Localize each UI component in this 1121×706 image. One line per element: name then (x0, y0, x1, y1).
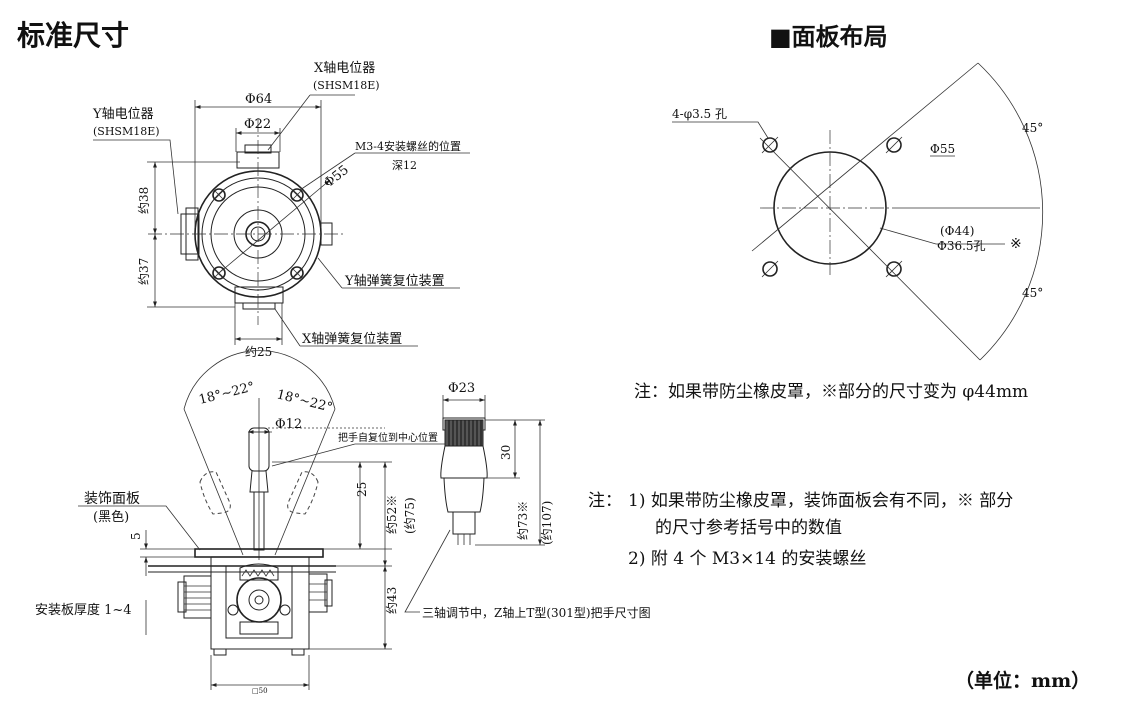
dim-w50: □50 (252, 687, 268, 695)
panel-layout-drawing (672, 62, 1044, 361)
dim-w25: 约25 (245, 344, 272, 359)
dim-d30: 30 (499, 445, 513, 460)
dim-d75: (约75) (402, 497, 417, 534)
panel-layout-labels: 4-φ3.5 孔 Φ55 (Φ44) Φ36.5孔 ※ 45° 45° (672, 107, 1043, 300)
dim-dia12: Φ12 (275, 417, 302, 432)
handle-view-labels: Φ23 30 约73※ (约107) 三轴调节中，Z轴上T型(301型)把手尺寸… (422, 381, 651, 620)
angle-right-label: 18°~22° (275, 387, 334, 415)
screw-depth-label: 深12 (392, 159, 417, 172)
panel-color-label: (黑色) (93, 509, 129, 525)
panel-dia44: (Φ44) (940, 224, 974, 238)
dim-dia23: Φ23 (448, 381, 475, 396)
side-view-labels: 18°~22° 18°~22° Φ12 把手自复位到中心位置 装饰面板 (黑色)… (35, 380, 438, 695)
standard-dimensions-title: 标准尺寸 (17, 19, 130, 52)
screw-position-label: M3-4安装螺丝的位置 (355, 139, 461, 153)
holes-label: 4-φ3.5 孔 (672, 107, 727, 121)
dim-h37: 约37 (136, 258, 151, 285)
unit-label: （单位：mm） (955, 670, 1091, 692)
side-view-drawing (78, 350, 480, 690)
dust-cover-mark: ※ (1010, 236, 1022, 252)
note-2: 2) 附 4 个 M3×14 的安装螺丝 (628, 549, 867, 569)
dim-dia22: Φ22 (244, 117, 271, 132)
angle-left-label: 18°~22° (197, 380, 256, 408)
x-spring-label: X轴弹簧复位装置 (302, 331, 402, 347)
dim-d43: 约43 (384, 587, 399, 614)
angle-bottom-label: 45° (1022, 286, 1043, 300)
top-view-drawing (93, 94, 470, 347)
angle-top-label: 45° (1022, 121, 1043, 135)
handle-view-drawing (404, 395, 545, 613)
y-pot-label: Y轴电位器 (92, 107, 154, 122)
dim-d5: 5 (129, 532, 143, 540)
x-pot-label: X轴电位器 (314, 61, 375, 76)
dim-dia64: Φ64 (245, 92, 272, 107)
panel-dia55: Φ55 (930, 142, 955, 156)
panel-dia365: Φ36.5孔 (937, 239, 986, 253)
note-prefix: 注： (588, 491, 622, 511)
dim-h38: 约38 (136, 187, 151, 214)
dim-d107: (约107) (539, 501, 554, 545)
x-pot-model: (SHSM18E) (313, 79, 380, 92)
panel-label: 装饰面板 (84, 491, 140, 507)
dim-dia55: Φ55 (321, 163, 352, 192)
y-pot-model: (SHSM18E) (93, 125, 160, 138)
note-1a: 1) 如果带防尘橡皮罩，装饰面板会有不同，※ 部分 (628, 491, 1014, 511)
handle-caption: 三轴调节中，Z轴上T型(301型)把手尺寸图 (422, 605, 651, 620)
self-return-label: 把手自复位到中心位置 (338, 431, 438, 444)
y-spring-label: Y轴弹簧复位装置 (344, 273, 445, 289)
top-view-labels: X轴电位器 (SHSM18E) Y轴电位器 (SHSM18E) Φ64 Φ22 … (92, 61, 461, 359)
dust-cover-note: 注：如果带防尘橡皮罩，※部分的尺寸变为 φ44mm (634, 382, 1029, 402)
dim-d25: 25 (355, 482, 369, 497)
plate-thickness-label: 安装板厚度 1~4 (35, 602, 132, 618)
dim-d52: 约52※ (384, 495, 399, 534)
dim-d73: 约73※ (515, 501, 530, 540)
panel-layout-title: ■面板布局 (769, 23, 888, 51)
note-1b: 的尺寸参考括号中的数值 (655, 518, 842, 538)
